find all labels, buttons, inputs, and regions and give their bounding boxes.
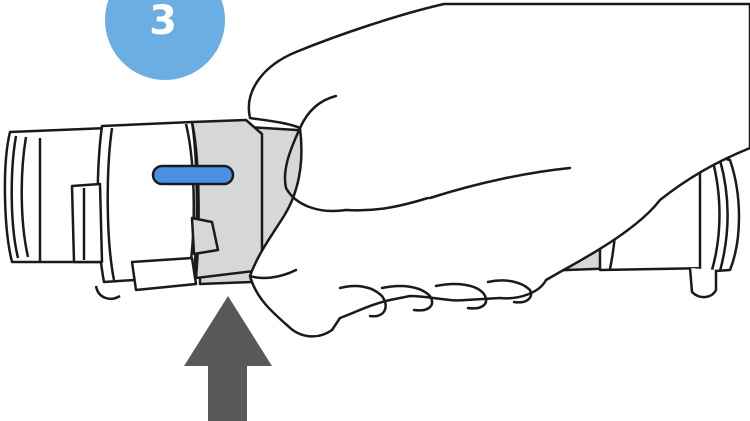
step-badge-number: 3	[149, 0, 177, 44]
hand-grip-icon	[249, 4, 750, 336]
step-badge: 3	[105, 0, 225, 80]
arrow-up-icon	[184, 296, 272, 421]
indicator-slot	[153, 166, 233, 184]
device-collar	[72, 120, 262, 299]
